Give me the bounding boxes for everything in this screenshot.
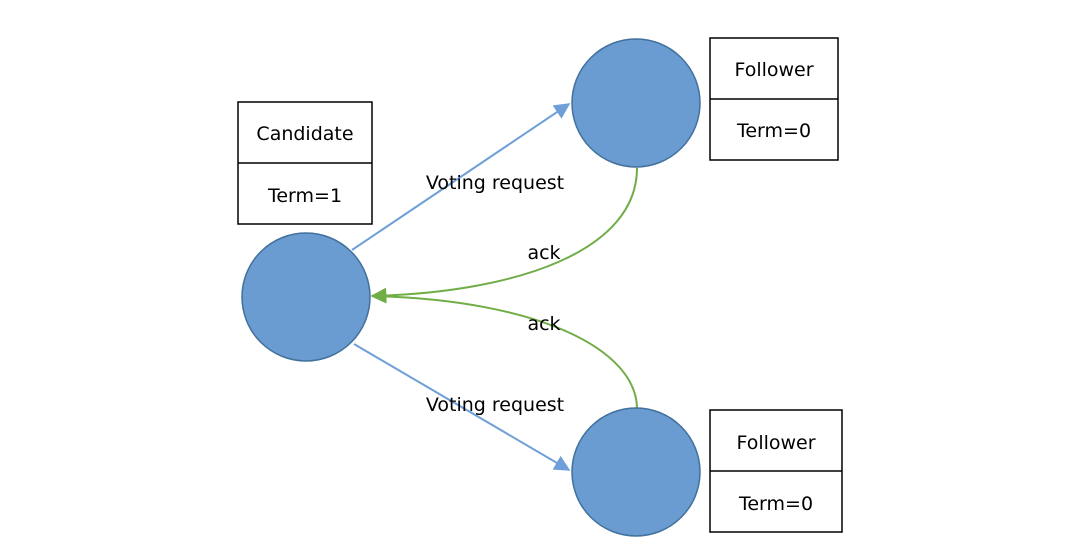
- ack-label-top: ack: [527, 242, 560, 264]
- ack-arrow-top: [370, 167, 638, 304]
- vote-request-arrow-bottom: [353, 343, 571, 471]
- follower-top-info-box: Follower Term=0: [709, 37, 839, 161]
- follower-bottom-role-label: Follower: [736, 432, 815, 454]
- follower-bottom-term-label: Term=0: [738, 493, 813, 515]
- follower-top-role-label: Follower: [734, 59, 813, 81]
- follower-bottom-info-box: Follower Term=0: [709, 409, 843, 533]
- vote-request-arrow-top: [351, 103, 571, 251]
- candidate-term-label: Term=1: [267, 185, 342, 207]
- vote-request-label-top: Voting request: [426, 172, 564, 194]
- ack-arrow-bottom: [371, 295, 638, 410]
- candidate-node: [241, 232, 371, 362]
- follower-top-node: [571, 38, 701, 168]
- follower-top-term-label: Term=0: [736, 120, 811, 142]
- vote-request-label-bottom: Voting request: [426, 394, 564, 416]
- candidate-info-box: Candidate Term=1: [237, 101, 373, 225]
- ack-label-bottom: ack: [527, 313, 560, 335]
- follower-bottom-node: [571, 407, 701, 537]
- candidate-role-label: Candidate: [256, 123, 353, 145]
